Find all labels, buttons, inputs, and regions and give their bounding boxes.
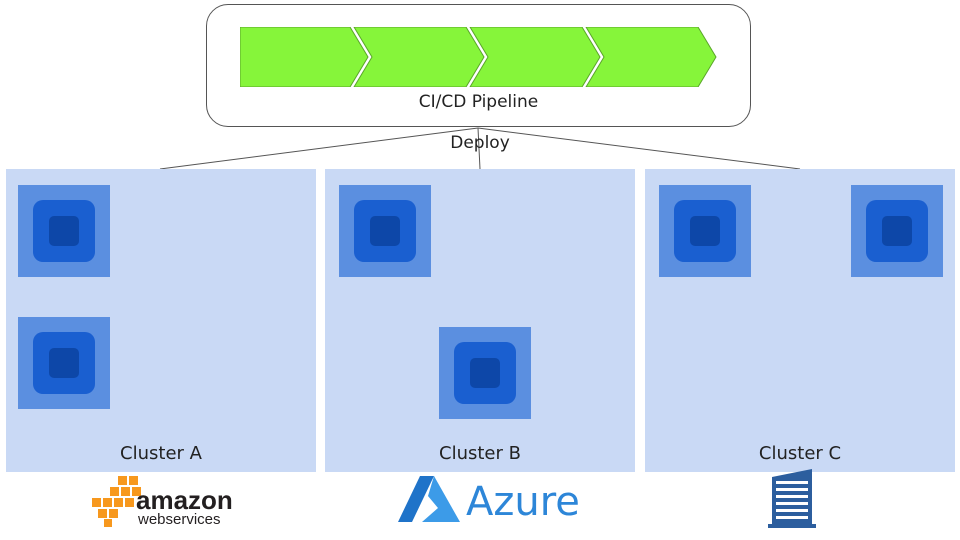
pipeline-stage-4 xyxy=(585,27,717,87)
cluster-b: Cluster B xyxy=(325,169,635,472)
aws-boxes-icon xyxy=(92,476,141,527)
container-node xyxy=(659,185,751,277)
azure-icon xyxy=(398,476,460,522)
cluster-label: Cluster A xyxy=(120,443,202,464)
pipeline-stage-2 xyxy=(353,27,485,87)
office-building-icon xyxy=(768,469,816,528)
azure-logo-word: Azure xyxy=(466,479,578,525)
deploy-label: Deploy xyxy=(450,133,510,153)
aws-logo: amazon webservices xyxy=(92,476,233,528)
cluster-a: Cluster A xyxy=(6,169,316,472)
container-node xyxy=(18,317,110,409)
aws-logo-word: amazon xyxy=(136,485,233,515)
pipeline-stage-3 xyxy=(469,27,601,87)
azure-logo: Azure xyxy=(398,476,578,525)
cluster-label: Cluster C xyxy=(758,443,842,464)
pipeline-stages xyxy=(240,27,717,87)
cluster-c: Cluster C xyxy=(645,169,955,472)
cluster-label: Cluster B xyxy=(439,443,521,464)
container-node xyxy=(439,327,531,419)
container-node xyxy=(18,185,110,277)
aws-logo-sub: webservices xyxy=(137,511,221,528)
container-node xyxy=(339,185,431,277)
container-node xyxy=(851,185,943,277)
pipeline-label: CI/CD Pipeline xyxy=(418,92,539,112)
pipeline-stage-1 xyxy=(240,27,369,87)
